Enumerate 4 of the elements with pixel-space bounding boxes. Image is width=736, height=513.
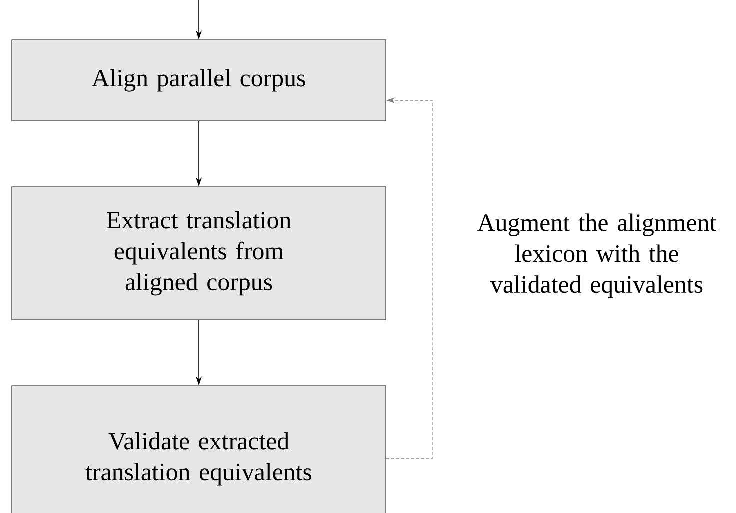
process-box: Align parallel corpus [12, 40, 386, 122]
edge-label: Augment the alignment lexicon with the validated equivalents [478, 214, 717, 298]
process-box: Validate extracted translation equivalents [12, 386, 386, 513]
process-box: Extract translation equivalents from aligned corpus [12, 186, 386, 320]
